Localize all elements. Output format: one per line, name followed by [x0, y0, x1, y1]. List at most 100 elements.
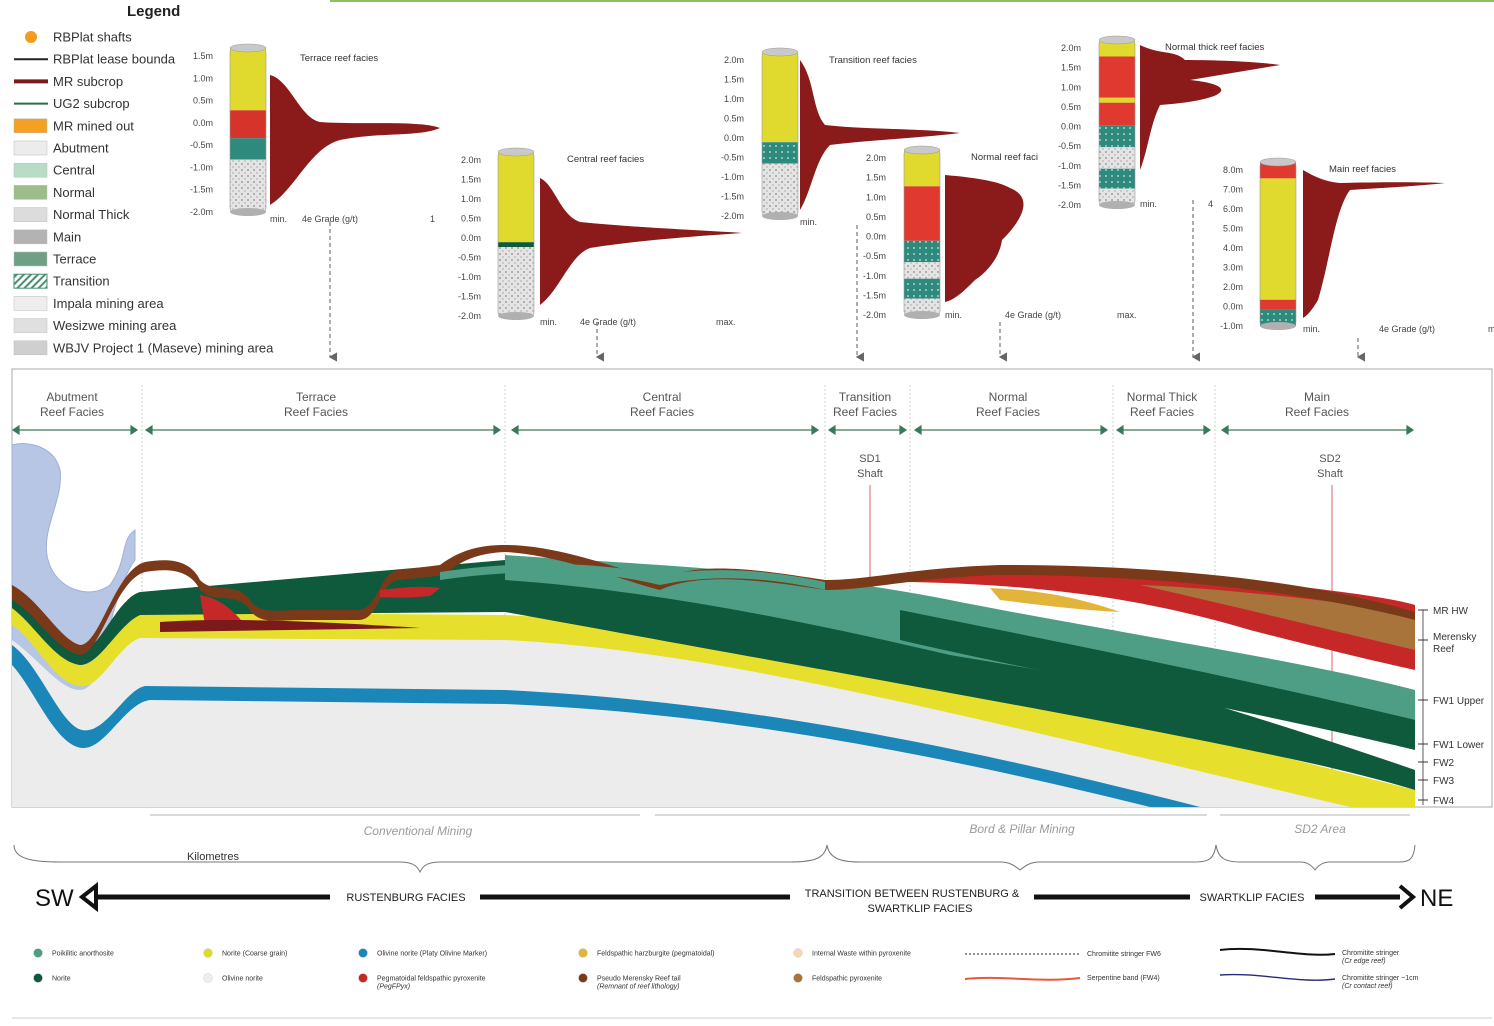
column-layer — [762, 163, 798, 216]
rock-swatch-icon — [578, 948, 588, 958]
rock-key-label: Pseudo Merensky Reef tail — [597, 976, 681, 983]
mining-conventional: Conventional Mining — [364, 824, 473, 838]
column-tick-label: -2.0m — [863, 310, 886, 320]
facies-headers: Abutment Reef Facies Terrace Reef Facies… — [40, 390, 1349, 419]
dir-transition-l1: TRANSITION BETWEEN RUSTENBURG & — [805, 888, 1020, 900]
label-fw3: FW3 — [1433, 776, 1455, 787]
line-key: Chromitite stringer FW6 Serpentine band … — [964, 947, 1419, 990]
strat-column: Central reef facies2.0m1.5m1.0m0.5m0.0m-… — [458, 147, 742, 327]
legend-box-swatch — [13, 162, 48, 178]
legend-item-label: RBPlat shafts — [53, 30, 132, 45]
column-layer — [230, 110, 266, 139]
rock-key-label: Olivine norite — [222, 976, 263, 983]
column-tick-label: -1.0m — [863, 271, 886, 281]
strat-column: Transition reef facies2.0m1.5m1.0m0.5m0.… — [721, 47, 960, 227]
rock-key-label: Feldspathic harzburgite (pegmatoidal) — [597, 951, 715, 958]
column-cap — [761, 47, 799, 57]
facies-main-l1: Main — [1304, 390, 1330, 404]
legend-item: Main — [13, 229, 81, 245]
layer-norite-green-2 — [900, 610, 1415, 750]
rock-swatch-icon — [203, 948, 213, 958]
rock-key-item: Poikilitic anorthosite — [33, 948, 114, 958]
legend-item-label: RBPlat lease bounda — [53, 52, 176, 67]
column-tick-label: 0.0m — [193, 118, 213, 128]
key-fw6-label: Chromitite stringer FW6 — [1087, 951, 1161, 958]
legend-item: RBPlat shafts — [25, 30, 132, 45]
column-tick-label: 1.5m — [193, 51, 213, 61]
mining-sd2: SD2 Area — [1294, 822, 1346, 836]
column-cap — [497, 147, 535, 157]
rock-swatch-icon — [358, 973, 368, 983]
facies-normal-thick-l1: Normal Thick — [1127, 390, 1198, 404]
facies-transition-l2: Reef Facies — [833, 405, 897, 419]
column-layer — [1099, 56, 1135, 98]
legend-item: MR mined out — [13, 118, 134, 133]
column-tick-label: 0.0m — [1061, 122, 1081, 132]
dir-sw: SW — [35, 885, 74, 912]
legend-box-swatch — [13, 229, 48, 245]
column-title: Main reef facies — [1329, 164, 1396, 175]
facies-braces — [13, 844, 1416, 874]
label-fw1-upper: FW1 Upper — [1433, 696, 1485, 707]
legend-item: Normal — [13, 185, 95, 200]
grade-max-label: ma — [1488, 324, 1494, 334]
column-tick-label: -1.0m — [458, 272, 481, 282]
facies-central-l1: Central — [643, 390, 682, 404]
legend-item: Impala mining area — [13, 296, 164, 311]
label-merensky: Merensky — [1433, 632, 1476, 643]
rock-key-sub: (PegFPyx) — [377, 984, 410, 991]
rock-key-item: Olivine norite (Platy Olivine Marker) — [358, 948, 487, 958]
grade-axis-label: 4e Grade (g/t) — [1379, 324, 1435, 334]
column-base — [230, 208, 266, 216]
column-tick-label: -0.5m — [721, 153, 744, 163]
column-tick-label: 1.5m — [461, 175, 481, 185]
column-base — [1260, 322, 1296, 330]
column-cap — [903, 145, 941, 155]
layer-feld-pyroxenite — [1140, 585, 1415, 650]
direction-arrow: SW NE RUSTENBURG FACIES TRANSITION BETWE… — [35, 881, 1453, 915]
scale-label: Kilometres — [187, 851, 239, 863]
pothole-red-2 — [380, 586, 440, 598]
facies-central-l2: Reef Facies — [630, 405, 694, 419]
column-title: Central reef facies — [567, 154, 644, 165]
column-tick-label: -2.0m — [1058, 200, 1081, 210]
column-tick-label: 2.0m — [1061, 43, 1081, 53]
legend-item-label: Wesizwe mining area — [53, 318, 177, 333]
grade-min-label: min. — [800, 217, 817, 227]
legend-box-swatch — [13, 207, 48, 222]
rock-swatch-icon — [203, 973, 213, 983]
label-fw2: FW2 — [1433, 758, 1455, 769]
rock-swatch-icon — [33, 973, 43, 983]
grade-profile — [800, 60, 960, 210]
column-tick-label: 0.0m — [461, 233, 481, 243]
rock-swatch-icon — [793, 948, 803, 958]
strat-column: Terrace reef facies1.5m1.0m0.5m0.0m-0.5m… — [190, 43, 440, 224]
column-cap — [1098, 35, 1136, 45]
legend-item-label: Impala mining area — [53, 296, 164, 311]
rock-key-label: Pegmatoidal feldspathic pyroxenite — [377, 976, 486, 983]
column-title: Normal thick reef facies — [1165, 42, 1265, 53]
legend-box-swatch — [13, 140, 48, 156]
column-tick-label: 1.5m — [1061, 63, 1081, 73]
column-cap — [229, 43, 267, 53]
legend-item-label: MR subcrop — [53, 74, 123, 89]
layer-central-teal — [440, 564, 825, 590]
column-layer — [1260, 178, 1296, 300]
column-tick-label: 0.0m — [1223, 302, 1243, 312]
column-tick-label: 1.0m — [193, 73, 213, 83]
rock-key-item: Feldspathic harzburgite (pegmatoidal) — [578, 948, 715, 958]
legend-hatch-swatch — [13, 273, 48, 289]
column-layer — [498, 152, 534, 243]
grade-profile — [540, 178, 742, 305]
column-title: Terrace reef facies — [300, 53, 378, 64]
shaft-sd1-l1: SD1 — [859, 453, 880, 465]
facies-normal-thick-l2: Reef Facies — [1130, 405, 1194, 419]
legend-item-label: Normal — [53, 185, 95, 200]
rock-key-item: Internal Waste within pyroxenite — [793, 948, 911, 958]
legend-item: MR subcrop — [14, 74, 123, 89]
column-layer — [1099, 147, 1135, 169]
column-tick-label: -0.5m — [190, 140, 213, 150]
column-tick-label: 1.5m — [866, 173, 886, 183]
column-tick-label: 2.0m — [866, 153, 886, 163]
column-tick-label: -2.0m — [458, 311, 481, 321]
